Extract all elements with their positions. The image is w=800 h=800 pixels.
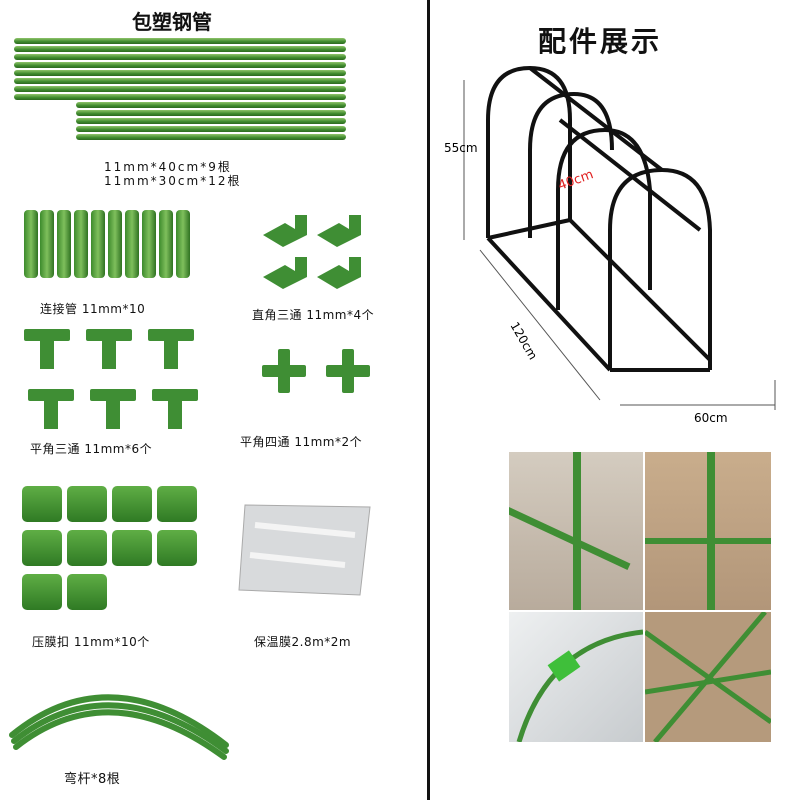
flat-cross-image xyxy=(262,349,370,393)
frame-diagram: 55cm 40cm 120cm 60cm xyxy=(444,65,776,425)
flat-tee-image xyxy=(24,329,198,429)
connector-label: 连接管 11mm*10 xyxy=(40,302,146,316)
film-clip-label: 压膜扣 11mm*10个 xyxy=(32,635,150,649)
bent-rods-image xyxy=(9,694,229,760)
right-angle-tee-image xyxy=(263,215,361,289)
photo-film-clip xyxy=(509,612,643,742)
film-label: 保温膜2.8m*2m xyxy=(254,635,352,649)
flat-cross-label: 平角四通 11mm*2个 xyxy=(240,435,363,449)
film-image xyxy=(238,504,371,596)
photo-ground-joint xyxy=(645,612,771,742)
right-angle-tee-label: 直角三通 11mm*4个 xyxy=(252,308,375,322)
flat-tee-label: 平角三通 11mm*6个 xyxy=(30,442,153,456)
pipe-spec-40cm: 11mm*40cm*9根 xyxy=(104,160,232,174)
pipe-spec-30cm: 11mm*30cm*12根 xyxy=(104,174,242,188)
steel-pipe-title: 包塑钢管 xyxy=(132,10,212,34)
photo-tee-joint xyxy=(509,452,643,610)
width-dim: 60cm xyxy=(694,411,728,425)
accessories-title: 配件展示 xyxy=(538,25,663,58)
height-dim: 55cm xyxy=(444,141,478,155)
bent-rod-label: 弯杆*8根 xyxy=(64,772,121,787)
panel-divider xyxy=(427,0,430,800)
length-dim: 120cm xyxy=(507,320,540,363)
photo-cross-joint xyxy=(645,452,771,610)
spacing-dim: 40cm xyxy=(556,167,595,194)
